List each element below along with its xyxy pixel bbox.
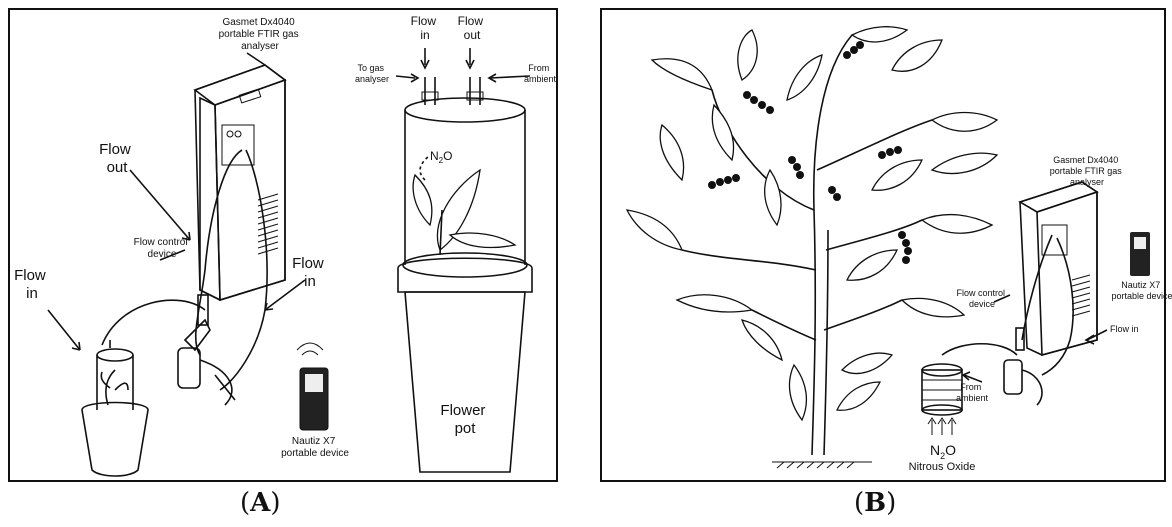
chamber-flow-in-label: Flow in (411, 14, 440, 42)
panel-b: Gasmet Dx4040 portable FTIR gas analyser… (600, 8, 1166, 482)
ftir-analyser-illustration (1020, 182, 1097, 355)
analyser-label: Gasmet Dx4040 portable FTIR gas analyser (219, 17, 302, 52)
to-gas-analyser-label: To gas analyser (355, 63, 389, 84)
flow-control-label: Flow control device (134, 237, 191, 260)
analyser-label: Gasmet Dx4040 portable FTIR gas analyser (1050, 155, 1125, 187)
flow-control-label: Flow control device (956, 288, 1007, 309)
flow-control-device-illustration (178, 295, 235, 405)
nautiz-label: Nautiz X7 portable device (281, 436, 349, 459)
flow-in-left-label: Flow in (14, 267, 50, 302)
panel-a-diagram: Gasmet Dx4040 portable FTIR gas analyser… (10, 10, 560, 484)
from-ambient-label: From ambient (956, 382, 989, 403)
n2o-label: N2O (430, 149, 452, 165)
panel-a: Gasmet Dx4040 portable FTIR gas analyser… (8, 8, 558, 482)
small-chamber-illustration (82, 349, 148, 476)
from-ambient-label: From ambient (524, 63, 557, 84)
chamber-flow-out-label: Flow out (458, 14, 487, 42)
panel-a-caption: (A) (240, 488, 281, 518)
n2o-label: N2O (930, 442, 956, 461)
nautiz-label: Nautiz X7 portable device (1111, 280, 1172, 301)
nautiz-device-illustration (297, 343, 328, 430)
flow-in-label: Flow in (1110, 324, 1139, 334)
coffee-tree-illustration (627, 27, 997, 468)
nautiz-device-illustration (1130, 232, 1150, 276)
ftir-analyser-illustration (195, 65, 285, 300)
flow-out-left-label: Flow out (99, 141, 135, 176)
panel-b-caption: (B) (854, 488, 896, 518)
panel-b-diagram: Gasmet Dx4040 portable FTIR gas analyser… (602, 10, 1168, 484)
flower-pot-label: Flower pot (440, 402, 489, 437)
nitrous-oxide-label: Nitrous Oxide (909, 461, 976, 473)
gas-tubing (102, 150, 267, 390)
